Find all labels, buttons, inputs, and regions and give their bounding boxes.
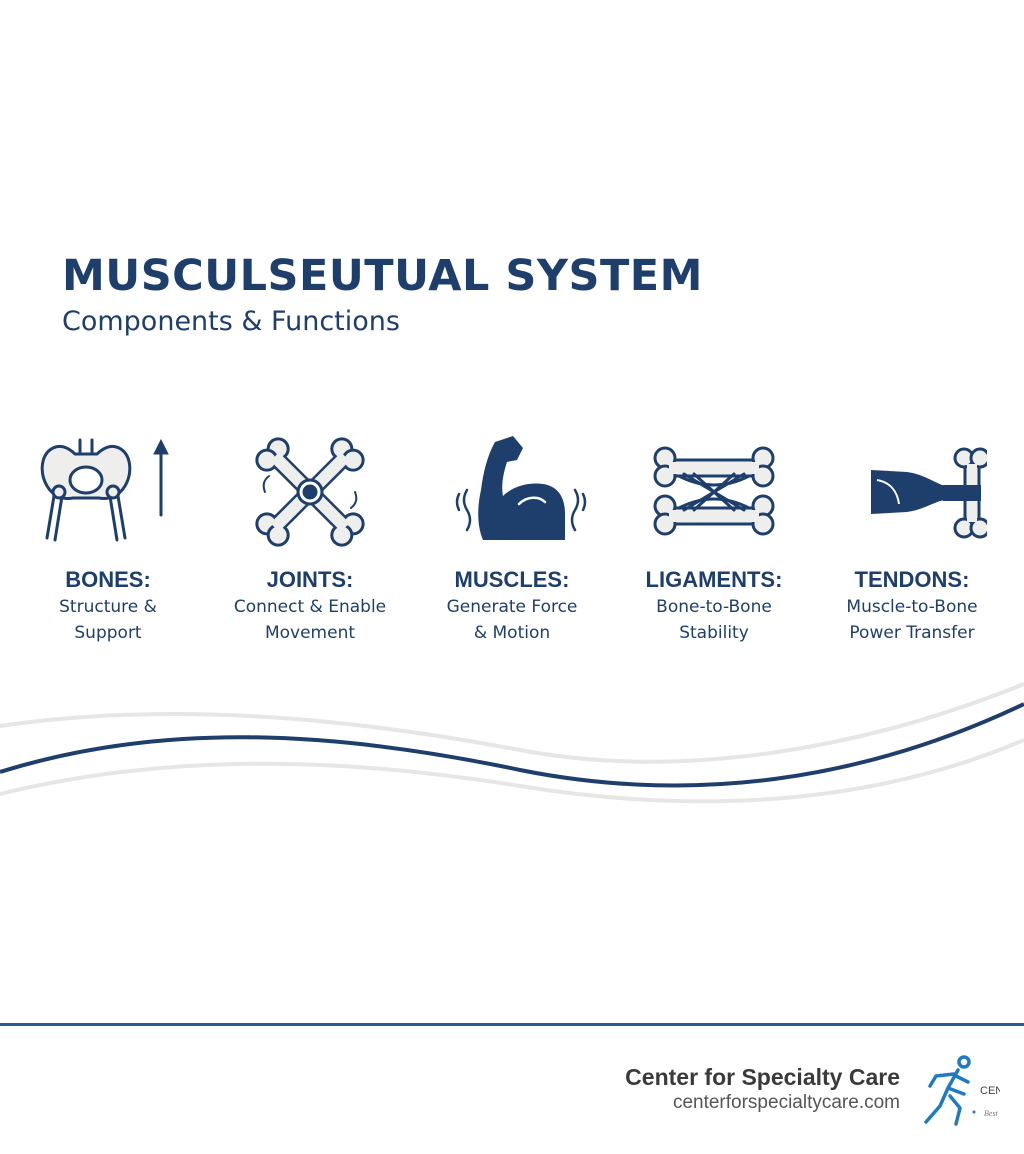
- brand-name: Center for Specialty Care: [625, 1064, 900, 1090]
- component-desc-line2: Movement: [264, 623, 356, 643]
- component-desc-line2: Support: [74, 623, 142, 643]
- component-desc-line2: Stability: [679, 623, 749, 643]
- pelvis-bone-icon: [40, 438, 169, 542]
- brand-block: Center for Specialty Care centerforspeci…: [625, 1064, 900, 1114]
- component-desc-line1: Bone-to-Bone: [656, 597, 772, 617]
- logo-subtext: Best: [984, 1109, 998, 1118]
- component-name: BONES:: [65, 567, 151, 592]
- footer-divider: [0, 1023, 1024, 1026]
- bones-ligament-icon: [653, 446, 775, 536]
- component-ligaments: LIGAMENTS: Bone-to-Bone Stability: [614, 430, 814, 645]
- component-muscles: MUSCLES: Generate Force & Motion: [412, 430, 612, 645]
- brand-logo: CEN Best: [920, 1052, 1000, 1128]
- component-desc-line1: Generate Force: [446, 597, 578, 617]
- flexed-arm-muscle-icon: [455, 436, 587, 540]
- component-name: TENDONS:: [854, 567, 970, 592]
- header: MUSCULSEUTUAL SYSTEM Components & Functi…: [62, 250, 703, 337]
- logo-text: CEN: [980, 1085, 1000, 1097]
- components-row: BONES: Structure & Support: [0, 430, 1024, 660]
- component-name: JOINTS:: [266, 567, 354, 592]
- wave-light-bottom: [0, 738, 1024, 804]
- component-desc-line1: Muscle-to-Bone: [846, 597, 978, 617]
- component-bones: BONES: Structure & Support: [8, 430, 208, 645]
- runner-logo-icon: [924, 1055, 976, 1126]
- component-tendons: TENDONS: Muscle-to-Bone Power Transfer: [812, 430, 1012, 645]
- page-subtitle: Components & Functions: [62, 306, 400, 337]
- component-desc-line1: Structure &: [59, 597, 157, 617]
- wave-dark: [0, 702, 1024, 788]
- muscle-tendon-bone-icon: [871, 447, 987, 539]
- crossed-bones-joint-icon: [255, 437, 365, 547]
- component-name: MUSCLES:: [454, 567, 570, 592]
- component-name: LIGAMENTS:: [645, 567, 783, 592]
- decorative-waves: [0, 682, 1024, 804]
- component-desc-line2: Power Transfer: [849, 623, 975, 643]
- page-title: MUSCULSEUTUAL SYSTEM: [62, 251, 703, 301]
- component-joints: JOINTS: Connect & Enable Movement: [210, 430, 410, 645]
- wave-light-top: [0, 682, 1024, 764]
- brand-url[interactable]: centerforspecialtycare.com: [672, 1092, 900, 1113]
- component-desc-line2: & Motion: [473, 623, 551, 643]
- component-desc-line1: Connect & Enable: [233, 597, 387, 617]
